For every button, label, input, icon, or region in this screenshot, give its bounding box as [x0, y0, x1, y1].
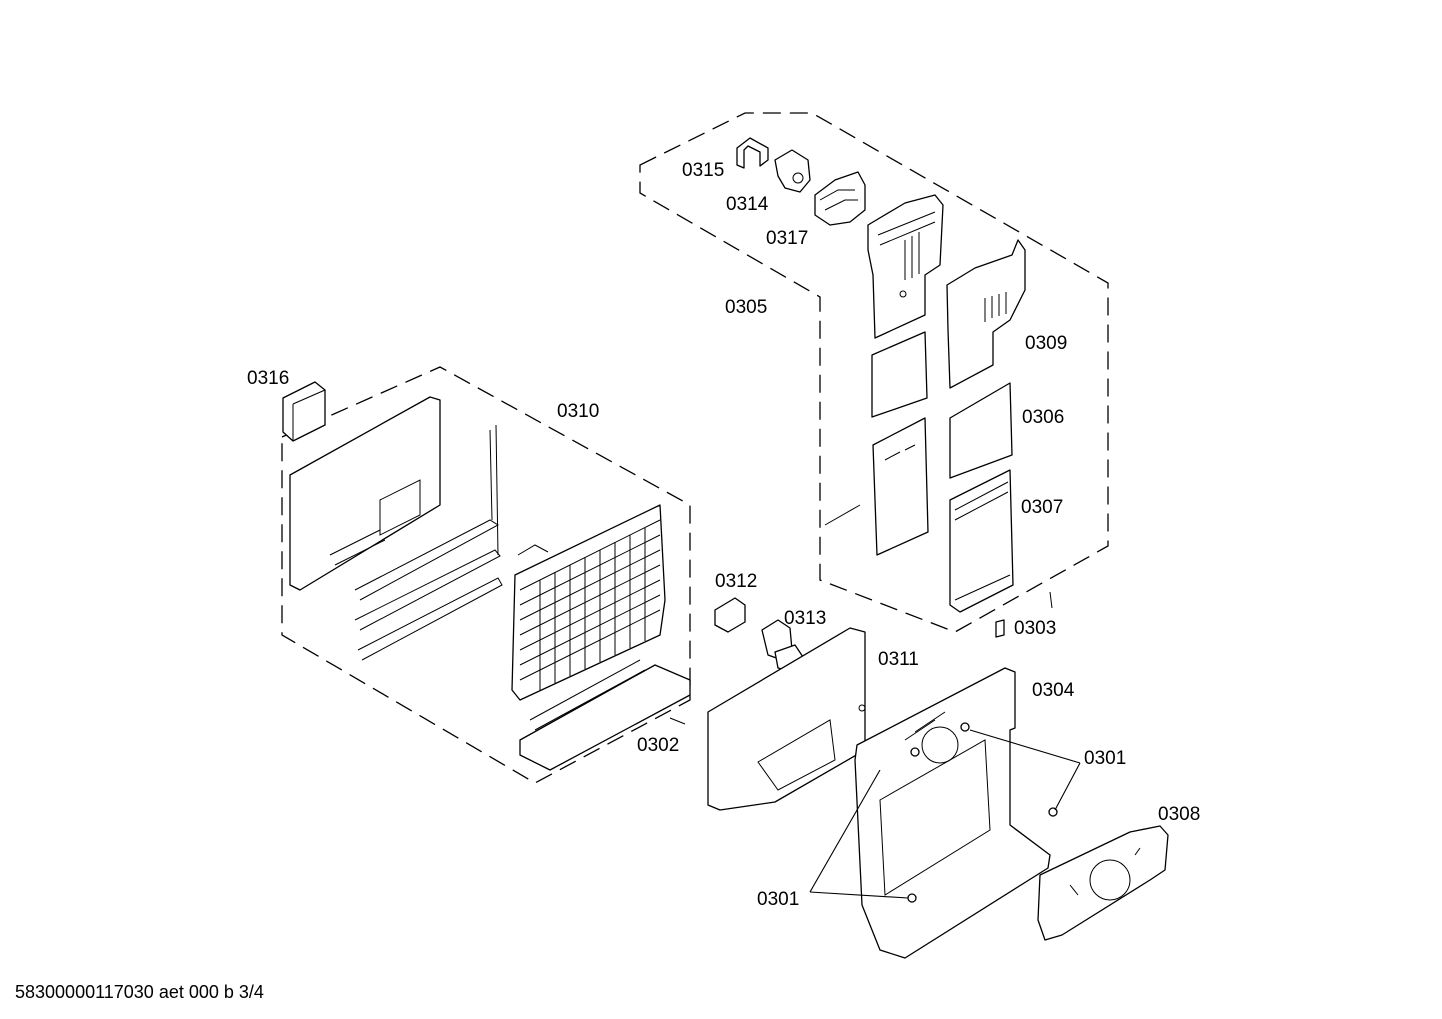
part-0303-clips [995, 591, 1053, 638]
label-0301-upper: 0301 [1084, 748, 1126, 769]
part-0301-screws [907, 722, 1058, 903]
part-0302-pin [669, 717, 686, 725]
part-0316-relay-box [282, 381, 326, 442]
label-0303: 0303 [1014, 618, 1056, 639]
part-0315-bracket [736, 137, 769, 169]
label-0302: 0302 [637, 735, 679, 756]
label-0304: 0304 [1032, 680, 1075, 701]
part-0306-panel [949, 382, 1013, 479]
part-0310-rear-plate [289, 396, 441, 591]
label-0305: 0305 [725, 297, 767, 318]
label-0307: 0307 [1021, 497, 1063, 518]
label-0313: 0313 [784, 608, 826, 629]
part-0308-grille [1037, 825, 1169, 941]
group-0310-outline [281, 366, 691, 784]
part-0307-panel [949, 469, 1014, 613]
part-0310-drip-tray [519, 659, 691, 771]
part-0305-panel-middle [871, 331, 928, 418]
label-0301-lower: 0301 [757, 889, 799, 910]
part-0305-panel-lower [824, 417, 929, 556]
label-0315: 0315 [682, 160, 724, 181]
part-0317-fan-housing [814, 171, 866, 226]
label-0311: 0311 [878, 649, 919, 670]
group-0305-outline [639, 112, 1109, 633]
label-0308: 0308 [1158, 804, 1200, 825]
part-0304-frame [854, 667, 1051, 959]
label-0317: 0317 [766, 228, 808, 249]
part-0309-cap [946, 239, 1026, 389]
label-0314: 0314 [726, 194, 769, 215]
part-0312-bracket [714, 597, 746, 633]
label-0309: 0309 [1025, 333, 1067, 354]
part-0310-evaporator [511, 504, 666, 701]
part-0314-motor [774, 149, 811, 193]
label-0310: 0310 [557, 401, 599, 422]
part-0311-plate [707, 627, 866, 811]
label-0306: 0306 [1022, 407, 1064, 428]
part-0310-condenser-tubes [354, 424, 503, 661]
part-0305-cover [867, 194, 944, 339]
drawing-reference: 58300000117030 aet 000 b 3/4 [15, 982, 264, 1002]
leader-lines [809, 729, 1081, 899]
label-0312: 0312 [715, 571, 757, 592]
label-0316: 0316 [247, 368, 289, 389]
